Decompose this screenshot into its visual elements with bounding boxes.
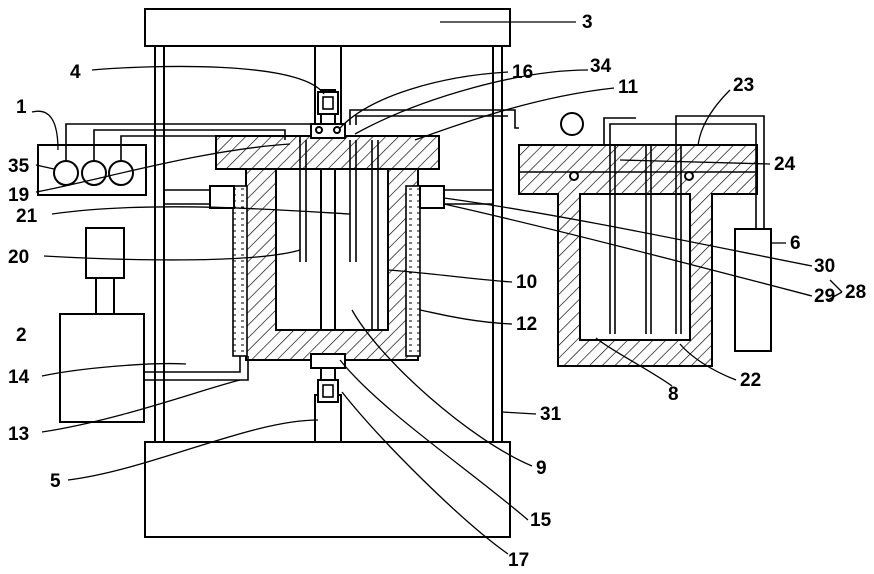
leader-34 <box>355 70 588 134</box>
callout-14: 14 <box>8 367 30 388</box>
seal-o-ring-right <box>685 172 693 180</box>
callout-20: 20 <box>8 247 29 268</box>
callout-31: 31 <box>540 404 562 425</box>
callout-15: 15 <box>530 510 552 531</box>
connecting-tube-b <box>356 116 508 125</box>
leader-16 <box>340 72 508 128</box>
gauge-1 <box>54 161 78 185</box>
callout-24: 24 <box>774 154 796 175</box>
heating-jacket-right <box>406 186 420 356</box>
callout-11: 11 <box>618 77 639 98</box>
leader-31 <box>502 412 536 414</box>
callout-4: 4 <box>70 62 81 83</box>
callout-13: 13 <box>8 424 29 445</box>
callout-2: 2 <box>16 325 27 346</box>
callout-34: 34 <box>590 56 612 77</box>
callout-10: 10 <box>516 272 537 293</box>
callout-16: 16 <box>512 62 533 83</box>
right-fitting <box>420 186 444 208</box>
callout-6: 6 <box>790 233 801 254</box>
left-fitting <box>210 186 234 208</box>
right-column <box>493 46 502 442</box>
lower-clamp <box>318 380 338 402</box>
callout-29: 29 <box>814 286 835 307</box>
callout-21: 21 <box>16 206 38 227</box>
motor-shaft <box>96 278 114 314</box>
callout-30: 30 <box>814 256 835 277</box>
pressure-gauge <box>561 113 583 135</box>
leader-23 <box>698 90 730 146</box>
callout-28: 28 <box>845 282 866 303</box>
top-crosshead <box>145 9 510 46</box>
callout-5: 5 <box>50 471 61 492</box>
callout-3: 3 <box>582 12 593 33</box>
callout-35: 35 <box>8 156 30 177</box>
gas-cylinder <box>735 229 771 351</box>
callout-12: 12 <box>516 314 537 335</box>
callout-1: 1 <box>16 97 27 118</box>
seal-bolt-1 <box>316 127 322 133</box>
base-plate <box>145 442 510 537</box>
upper-clamp <box>318 92 338 114</box>
leader-4 <box>92 66 324 94</box>
heating-jacket-left <box>233 186 247 356</box>
seal-o-ring-left <box>570 172 578 180</box>
callout-9: 9 <box>536 458 547 479</box>
left-column <box>155 46 164 442</box>
reference-vessel <box>519 145 757 366</box>
lower-seal <box>311 354 345 368</box>
callout-23: 23 <box>733 75 754 96</box>
callout-17: 17 <box>508 550 529 571</box>
seal-bolt-2 <box>334 127 340 133</box>
callout-19: 19 <box>8 185 29 206</box>
motor <box>86 228 124 278</box>
autoclave-lid <box>216 136 439 169</box>
gas-line <box>604 118 636 146</box>
callout-22: 22 <box>740 370 761 391</box>
callout-8: 8 <box>668 384 679 405</box>
